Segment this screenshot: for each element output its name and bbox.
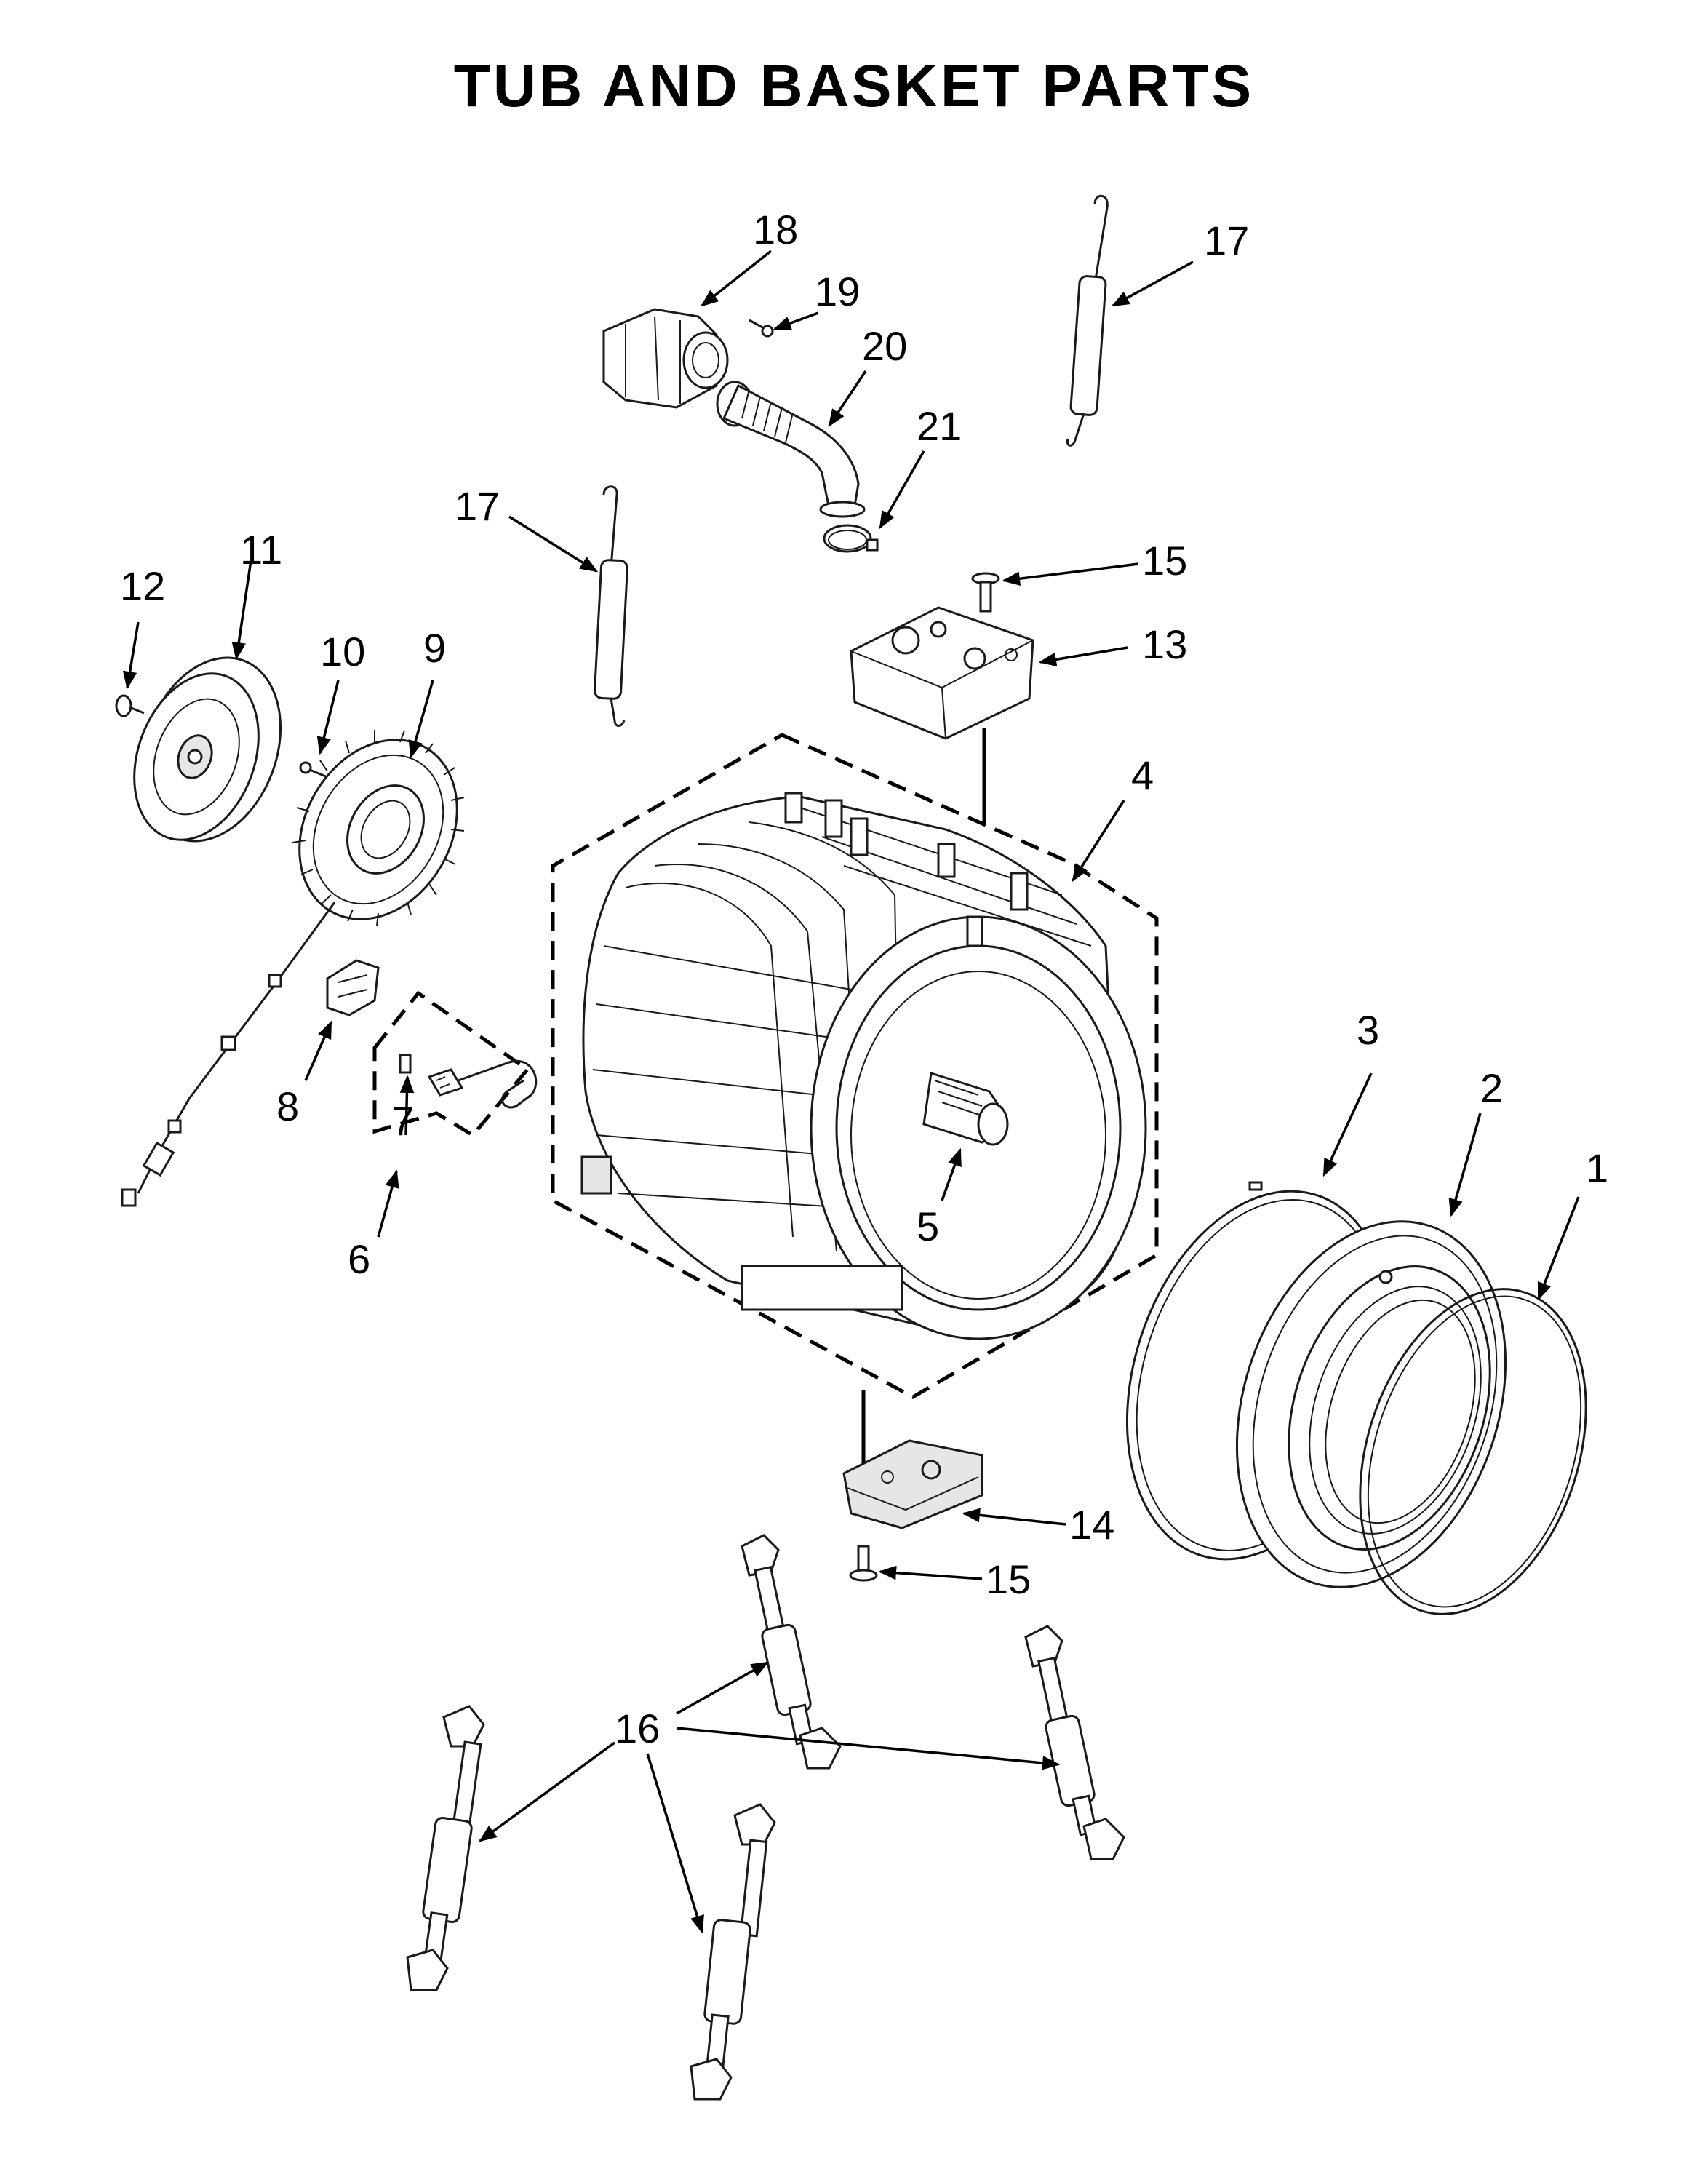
callout-9: 9: [423, 625, 446, 671]
rotor: [133, 656, 282, 843]
basket-shaft: [922, 1072, 1009, 1146]
callout-14: 14: [1069, 1502, 1114, 1548]
diagram-title: TUB AND BASKET PARTS: [453, 53, 1255, 119]
heater-sensor: [399, 1054, 412, 1074]
callout-19: 19: [815, 268, 860, 314]
shock-absorber-c: [406, 1705, 485, 1991]
callout-4: 4: [1131, 752, 1154, 798]
callout-6: 6: [348, 1236, 370, 1282]
lower-counterweight: [842, 1439, 983, 1529]
callout-8: 8: [276, 1083, 299, 1129]
callout-16: 16: [615, 1706, 660, 1751]
rotor-bolt: [115, 694, 145, 717]
stator: [292, 730, 465, 926]
stator-bolt: [299, 761, 328, 779]
tub-to-pump-hose: [716, 381, 866, 518]
drain-pump-housing: [602, 308, 729, 409]
shock-absorber-a: [741, 1534, 842, 1770]
shock-absorber-b: [1024, 1625, 1125, 1860]
callout-3: 3: [1357, 1007, 1379, 1053]
callout-11: 11: [240, 527, 282, 573]
callout-5: 5: [917, 1203, 939, 1249]
tub-spring-left: [594, 485, 628, 727]
callout-21: 21: [917, 403, 962, 449]
callout-18: 18: [753, 207, 798, 252]
inner-clamp: [1359, 1288, 1587, 1615]
callout-labels: 1 2 3 4 5 6 7 8 9 10 11 12 13 14 15 15 1…: [120, 207, 1608, 1751]
outer-tub-assembly: [551, 733, 1159, 1399]
callout-12: 12: [120, 563, 165, 609]
motor-sensor: [326, 959, 380, 1016]
callout-2: 2: [1480, 1065, 1503, 1111]
callout-15-top: 15: [1142, 538, 1187, 584]
callout-15-bottom: 15: [986, 1556, 1031, 1602]
heater-element: [427, 1059, 538, 1109]
top-bolt: [971, 572, 1000, 613]
callout-7: 7: [391, 1098, 414, 1144]
heater-group-outline: [372, 990, 530, 1138]
bottom-bolt: [849, 1545, 878, 1582]
upper-counterweight: [850, 606, 1034, 740]
leader-lines: [122, 250, 1580, 1934]
callout-17-left: 17: [455, 483, 500, 529]
callout-13: 13: [1142, 621, 1187, 667]
tub-spring-right: [1066, 194, 1109, 447]
callout-20: 20: [862, 323, 907, 369]
door-bellow: [1235, 1220, 1507, 1588]
callout-10: 10: [320, 629, 365, 674]
callout-17-right: 17: [1204, 218, 1249, 263]
hose-clamp: [823, 524, 879, 553]
callout-1: 1: [1586, 1145, 1608, 1191]
shock-absorber-d: [690, 1803, 776, 2101]
pump-screw: [749, 319, 774, 338]
